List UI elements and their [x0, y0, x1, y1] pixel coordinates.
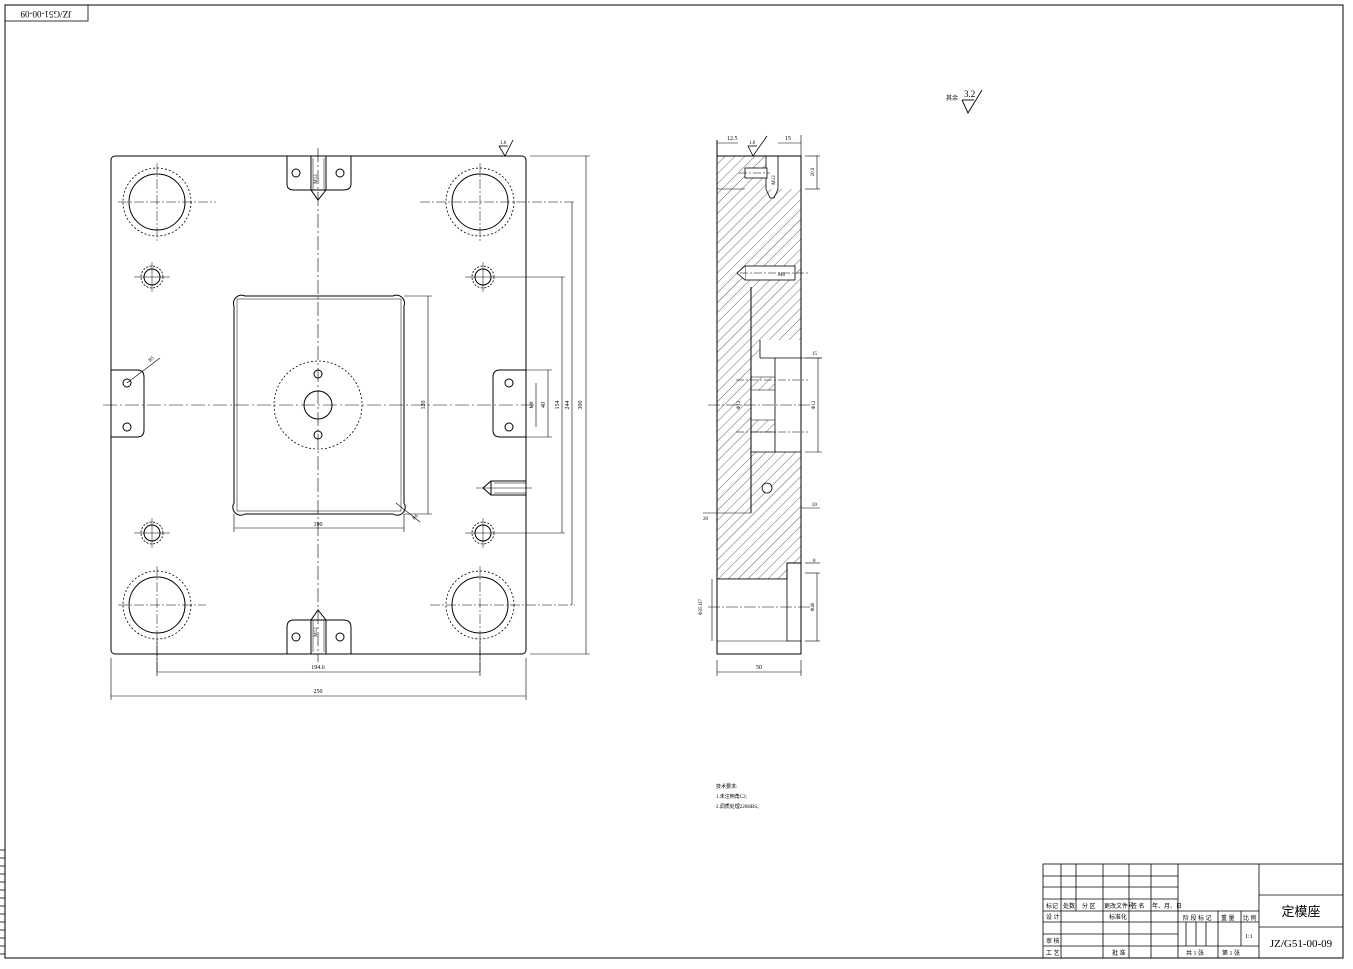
tb-process: 工 艺 [1046, 949, 1060, 957]
dim-pocket-width: 190 [314, 522, 323, 528]
tech-note-2: 2.调质处理220HBS。 [716, 803, 762, 810]
pin-hole-tl [134, 262, 170, 292]
side-view [708, 140, 812, 655]
guide-hole-tl [118, 163, 216, 241]
guide-hole-bl [118, 566, 206, 675]
dim-corner-radius: R6 [412, 514, 420, 522]
side-dim-top-right: 15 [785, 136, 791, 142]
front-view [103, 148, 575, 675]
dim-screw-bottom: M12 [314, 627, 319, 637]
clamp-slot-right [492, 369, 526, 438]
side-roughness-value: 1.6 [749, 141, 756, 146]
side-dim-counterbore-dia: Φ40 [811, 602, 816, 611]
pin-hole-bl [134, 518, 170, 548]
side-dim-counterbore-depth: 8 [813, 559, 816, 564]
tb-approve: 批 准 [1112, 949, 1126, 957]
dim-slot-width: 40 [541, 402, 547, 408]
pin-hole-tr [465, 262, 565, 292]
roughness-other-label: 其余 [946, 94, 958, 102]
side-screw [476, 480, 532, 496]
tb-check: 审 核 [1046, 937, 1060, 945]
clamp-slot-left [111, 369, 145, 438]
tb-sheets-total: 共 1 张 [1186, 949, 1204, 957]
side-dim-thickness: 50 [756, 665, 762, 671]
tb-design: 设 计 [1046, 913, 1060, 921]
dim-screw-top: M12 [314, 174, 319, 184]
side-dim-bore-dia: Φ35 H7 [699, 598, 704, 615]
rotated-number-box: JZ/G51-00-09 [4, 4, 89, 22]
roughness-face-symbol: 1.6 [498, 139, 514, 157]
tb-rev-header-2: 分 区 [1082, 902, 1096, 910]
tb-scale-value: 1:1 [1245, 934, 1253, 940]
pin-hole-br [465, 518, 565, 548]
edge-ticks [0, 849, 5, 955]
side-dim-thread-mid: M8 [778, 273, 785, 278]
side-dim-step-lower-left: 20 [703, 517, 709, 522]
tb-scale: 比 例 [1243, 914, 1257, 922]
tb-drawing-number: JZ/G51-00-09 [1270, 938, 1333, 950]
side-dim-top-depth: 20.9 [811, 167, 816, 176]
dim-pin-pitch-y: 154 [555, 401, 561, 410]
dim-total-width: 250 [314, 689, 323, 695]
tb-rev-header-5: 年、月、日 [1152, 902, 1182, 910]
side-dim-step-upper: 15 [812, 352, 818, 357]
guide-hole-tr [420, 163, 575, 241]
tech-notes-title: 技术要求: [716, 783, 737, 790]
dim-pocket-height: 120 [421, 401, 427, 410]
tb-standard: 标准化 [1109, 913, 1127, 921]
roughness-face-value: 1.6 [500, 141, 507, 146]
tb-rev-header-0: 标记 [1046, 902, 1058, 910]
tb-rev-header-3: 更改文件号 [1104, 902, 1134, 910]
dim-hole-pitch-y: 244 [565, 401, 571, 410]
tb-rev-header-4: 签 名 [1131, 902, 1145, 910]
front-dim-texts: 250 194.6 190 300 244 154 120 40 M8 R5 R… [148, 174, 584, 695]
tb-rev-header-1: 处数 [1063, 902, 1075, 910]
clamp-slot-top [286, 155, 352, 201]
side-dim-step-lower-right: 20 [812, 503, 818, 508]
roughness-other-value: 3.2 [964, 89, 975, 99]
tech-note-1: 1.未注倒角C2; [716, 793, 747, 800]
tb-weight: 重 量 [1221, 914, 1235, 922]
roughness-other-symbol: 其余 3.2 [946, 89, 983, 114]
dim-hole-pitch-x: 194.6 [311, 665, 325, 671]
dim-total-height: 300 [578, 401, 584, 410]
sheet-border [4, 4, 1344, 959]
tb-part-name: 定模座 [1281, 904, 1320, 919]
guide-hole-br [430, 566, 575, 675]
side-dim-top-left: 12.5 [727, 136, 738, 142]
tech-notes: 技术要求: 1.未注倒角C2; 2.调质处理220HBS。 [716, 783, 762, 810]
side-dims [703, 135, 822, 676]
title-block-texts: 标记 处数 分 区 更改文件号 签 名 年、月、日 设 计 标准化 阶 段 标 … [1046, 902, 1333, 957]
front-dims [110, 155, 590, 700]
center-pocket [232, 294, 406, 516]
locating-ring [273, 360, 363, 450]
rotated-drawing-number: JZ/G51-00-09 [20, 9, 71, 19]
tb-stage-mark: 阶 段 标 记 [1183, 914, 1212, 922]
side-dim-thread-top: M12 [772, 175, 777, 185]
clamp-slot-bottom [286, 609, 352, 655]
title-block [1042, 863, 1344, 959]
side-dim-center-dia: Φ12 [737, 400, 742, 409]
side-dim-bore-right: Φ12 [812, 400, 817, 409]
dim-slot-hole: M8 [530, 401, 535, 408]
tb-sheet-no: 第 1 张 [1222, 949, 1240, 957]
dim-radius: R5 [148, 356, 156, 364]
side-dim-texts: 12.5 15 1.6 20.9 M12 M8 15 Φ12 Φ12 20 20… [699, 136, 818, 671]
